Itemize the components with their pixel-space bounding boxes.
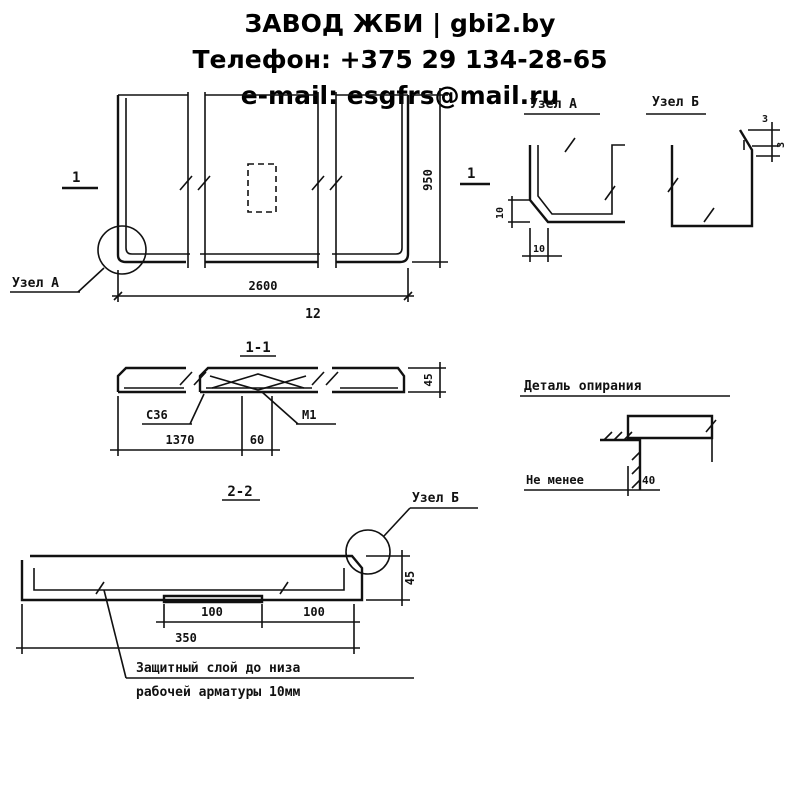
section-2-rebar (33, 568, 345, 591)
plan-view: 950 2600 12 1 1 Узел А (10, 88, 490, 322)
section-2-2: 2-2 Узел Б 45 100 100 350 Защитный слой … (16, 484, 478, 700)
section-mark-left-label: 1 (72, 170, 80, 186)
lifting-loop-zone (247, 163, 277, 213)
node-b-break-marks (667, 177, 715, 223)
node-a-contour (528, 145, 625, 224)
section-2-dim-right: 100 (303, 605, 325, 619)
header-block: ЗАВОД ЖБИ | gbi2.by Телефон: +375 29 134… (0, 6, 800, 114)
node-b-dim-2: 3 (776, 142, 787, 148)
section-1-title: 1-1 (245, 340, 270, 356)
note-leader (103, 589, 127, 679)
support-wall (600, 438, 642, 490)
section-mark-right-label: 1 (467, 166, 475, 182)
node-a-leader (77, 267, 105, 293)
node-b-dim-1: 3 (762, 114, 768, 125)
section-2-embedded-plate (162, 594, 264, 604)
rebar-label: С36 (146, 408, 168, 422)
support-detail: Деталь опирания Не менее 40 (520, 379, 730, 496)
note-line-1: Защитный слой до низа (136, 661, 301, 676)
section-2-height-value: 45 (403, 571, 417, 585)
node-a-detail: Узел А 10 10 (495, 97, 625, 262)
node-b-leader (383, 507, 411, 537)
node-a-break-marks (564, 137, 616, 201)
section-1-right-slab (332, 366, 406, 394)
section-2-outline (20, 554, 364, 602)
section-2-total-dim: 350 (175, 631, 197, 645)
section-1-mid-slab (198, 366, 318, 394)
plan-inner-rebar (125, 98, 403, 255)
support-hatch (603, 431, 641, 489)
width-dim-value: 950 (421, 169, 435, 191)
section-1-height-value: 45 (422, 373, 435, 386)
section-2-title: 2-2 (227, 484, 252, 500)
section-1-break-marks (179, 371, 339, 386)
section-2-dim-left: 100 (201, 605, 223, 619)
support-break (705, 419, 717, 462)
node-b-dims (748, 122, 780, 162)
node-a-dim-2: 10 (533, 244, 545, 255)
section-1-1: 1-1 45 1370 60 С36 М1 (110, 340, 446, 456)
break-marks (179, 175, 343, 191)
section-1-left-dim: 1370 (166, 433, 195, 447)
length-dim-value: 2600 (249, 279, 278, 293)
support-dim: 40 (642, 474, 655, 487)
plan-bottom-label: 12 (305, 307, 321, 322)
header-company: ЗАВОД ЖБИ | gbi2.by (244, 9, 556, 38)
note-line-2: рабочей арматуры 10мм (136, 685, 301, 700)
rebar-leader (189, 393, 205, 425)
node-b-title: Узел Б (652, 95, 699, 110)
embedded-leader (261, 391, 299, 425)
dim-ticks (113, 291, 413, 301)
node-a-dim-1: 10 (495, 207, 506, 219)
support-slab (626, 414, 714, 440)
support-title: Деталь опирания (524, 379, 642, 394)
support-caption: Не менее (526, 473, 584, 487)
node-a-circle (97, 225, 147, 275)
node-a-callout-label: Узел А (12, 276, 59, 291)
plan-outline (116, 95, 410, 264)
node-a-title: Узел А (530, 97, 577, 112)
header-phone: Телефон: +375 29 134-28-65 (192, 45, 608, 74)
node-b-contour (670, 129, 754, 228)
section-1-mid-dim: 60 (250, 433, 264, 447)
section-2-break-marks (95, 581, 289, 595)
node-a-rebar (537, 144, 625, 215)
node-b-circle (345, 529, 391, 575)
section-1-embedded (209, 373, 307, 391)
node-b-callout-label: Узел Б (412, 491, 459, 506)
section-1-left-slab (116, 366, 186, 394)
node-b-detail: Узел Б 3 3 (646, 95, 787, 228)
embedded-label: М1 (302, 408, 316, 422)
